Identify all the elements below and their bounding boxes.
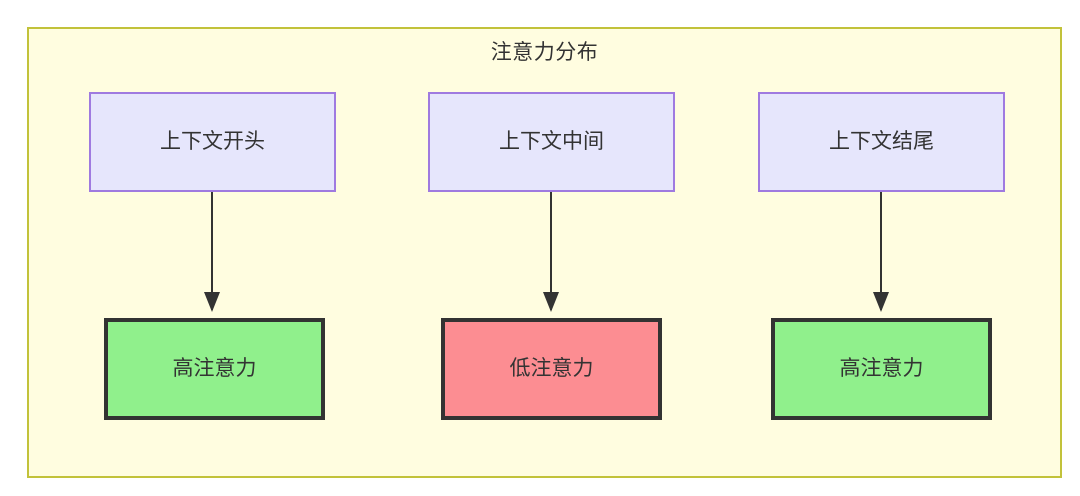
subgraph-title: 注意力分布 <box>490 41 599 64</box>
node-context-middle[interactable]: 上下文中间 <box>428 92 675 192</box>
node-label: 上下文中间 <box>499 129 604 153</box>
node-attention-high-start[interactable]: 高注意力 <box>104 318 325 420</box>
node-label: 低注意力 <box>509 356 594 380</box>
node-label: 上下文开头 <box>160 129 265 153</box>
node-context-start[interactable]: 上下文开头 <box>89 92 336 192</box>
node-attention-high-end[interactable]: 高注意力 <box>771 318 992 420</box>
node-attention-low-middle[interactable]: 低注意力 <box>441 318 662 420</box>
node-context-end[interactable]: 上下文结尾 <box>758 92 1005 192</box>
node-label: 高注意力 <box>172 356 257 380</box>
node-label: 高注意力 <box>839 356 924 380</box>
node-label: 上下文结尾 <box>829 129 934 153</box>
